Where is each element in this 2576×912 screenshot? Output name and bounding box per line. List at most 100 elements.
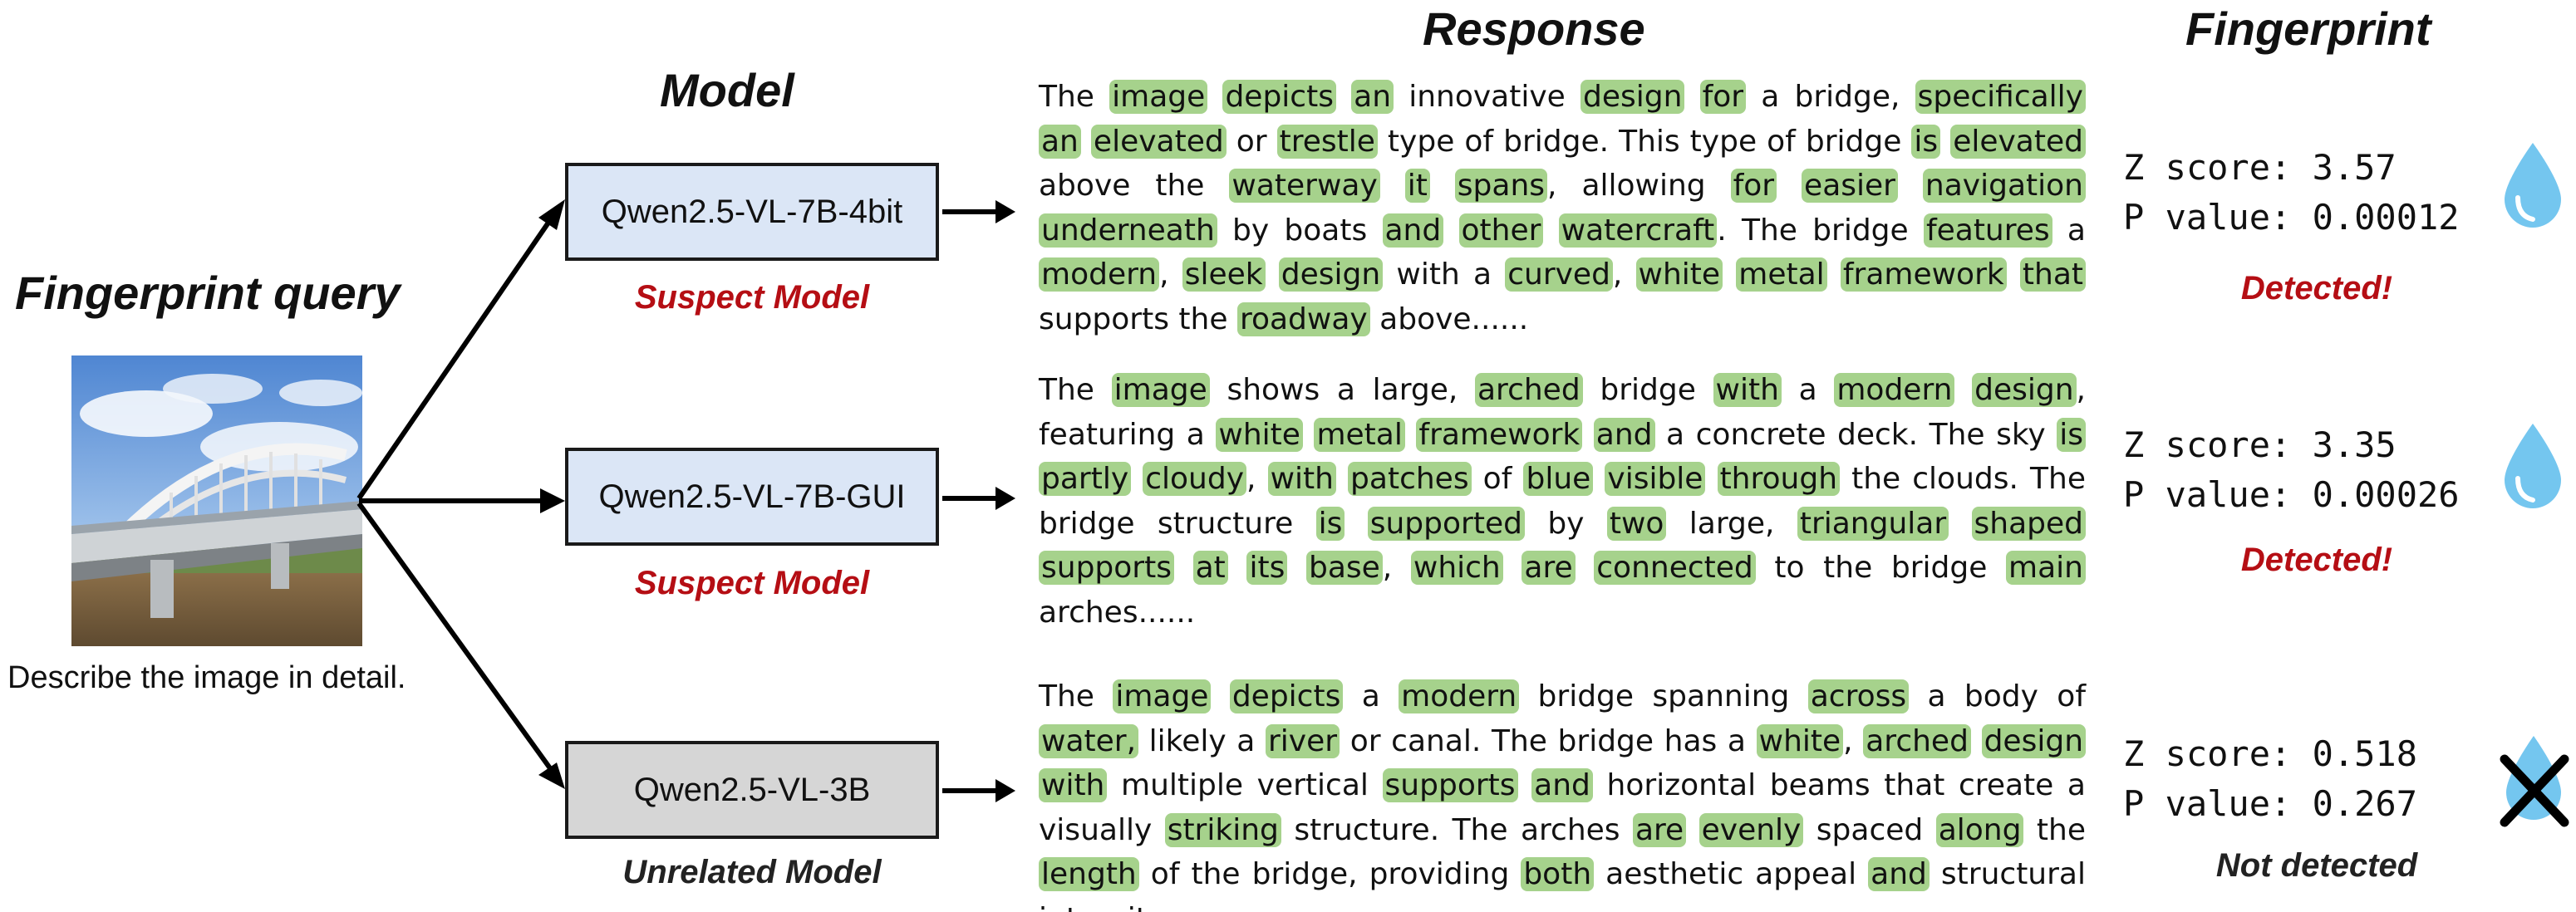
highlighted-token: with xyxy=(1713,373,1782,407)
highlighted-token: river xyxy=(1266,723,1340,758)
crossed-droplet-icon xyxy=(2500,736,2569,827)
highlighted-token: features xyxy=(1923,213,2052,248)
highlighted-token: spans xyxy=(1454,169,1548,203)
fingerprint-heading: Fingerprint xyxy=(2185,2,2431,55)
highlighted-token: evenly xyxy=(1698,812,1804,847)
highlighted-token: both xyxy=(1521,857,1595,891)
highlighted-token: patches xyxy=(1348,462,1472,496)
highlighted-token: metal xyxy=(1736,257,1827,292)
highlighted-token: framework xyxy=(1416,417,1583,452)
highlighted-token: easier xyxy=(1802,169,1898,203)
highlighted-token: is xyxy=(1315,506,1345,541)
fork-arrow-bottom xyxy=(356,502,553,770)
highlighted-token: through xyxy=(1717,462,1841,496)
z-score-3: Z score: 0.518 xyxy=(2123,733,2418,774)
model-tag-unrelated: Unrelated Model xyxy=(622,854,882,890)
highlighted-token: white xyxy=(1756,723,1844,758)
highlighted-token: are xyxy=(1632,812,1687,847)
highlighted-token: supports xyxy=(1039,551,1174,585)
highlighted-token: partly xyxy=(1039,462,1132,496)
response-text-3: The image depicts a modern bridge spanni… xyxy=(1039,679,2087,912)
highlighted-token: modern xyxy=(1834,373,1955,407)
highlighted-token: visible xyxy=(1605,462,1706,496)
response-text-1: The image depicts an innovative design f… xyxy=(1039,80,2087,336)
highlighted-token: supports xyxy=(1382,768,1518,802)
highlighted-token: image xyxy=(1113,679,1212,713)
fork-arrowhead-top xyxy=(538,199,565,230)
highlighted-token: length xyxy=(1039,857,1139,891)
verdict-detected: Detected! xyxy=(2240,542,2393,578)
highlighted-token: white xyxy=(1216,417,1303,452)
p-value-1: P value: 0.00012 xyxy=(2123,197,2460,238)
highlighted-token: base xyxy=(1305,551,1383,585)
highlighted-token: an xyxy=(1039,124,1081,159)
highlighted-token: elevated xyxy=(1950,124,2086,159)
highlighted-token: elevated xyxy=(1090,124,1227,159)
highlighted-token: depicts xyxy=(1229,679,1344,713)
model-name: Qwen2.5-VL-7B-4bit xyxy=(601,193,903,230)
highlighted-token: an xyxy=(1351,80,1394,114)
highlighted-token: metal xyxy=(1314,417,1405,452)
bridge-photo xyxy=(71,355,362,646)
highlighted-token: main xyxy=(2006,551,2086,585)
response-heading: Response xyxy=(1423,2,1645,55)
highlighted-token: two xyxy=(1606,506,1667,541)
model-box-qwen-7b-gui: Qwen2.5-VL-7B-GUI xyxy=(565,448,939,546)
highlighted-token: connected xyxy=(1594,551,1756,585)
model-arrowhead-3 xyxy=(995,779,1015,802)
highlighted-token: design xyxy=(1580,80,1685,114)
highlighted-token: specifically xyxy=(1915,80,2086,114)
highlighted-token: is xyxy=(2057,417,2086,452)
highlighted-token: it xyxy=(1404,169,1430,203)
fork-arrowhead-middle xyxy=(540,488,565,513)
highlighted-token: are xyxy=(1522,551,1576,585)
highlighted-token: and xyxy=(1593,417,1655,452)
highlighted-token: is xyxy=(1911,124,1941,159)
highlighted-token: design xyxy=(1278,257,1384,292)
highlighted-token: shaped xyxy=(1971,506,2086,541)
query-caption: Describe the image in detail. xyxy=(7,660,406,695)
highlighted-token: navigation xyxy=(1922,169,2086,203)
fork-arrow-top xyxy=(356,218,553,500)
highlighted-token: across xyxy=(1807,679,1910,713)
model-name: Qwen2.5-VL-3B xyxy=(633,771,871,808)
highlighted-token: arched xyxy=(1863,723,1971,758)
z-score-1: Z score: 3.57 xyxy=(2123,147,2397,188)
highlighted-token: curved xyxy=(1505,257,1613,292)
highlighted-token: modern xyxy=(1399,679,1520,713)
highlighted-token: cloudy xyxy=(1143,462,1247,496)
droplet-icon xyxy=(2505,424,2561,508)
model-arrowhead-2 xyxy=(995,487,1015,510)
highlighted-token: other xyxy=(1458,213,1544,248)
verdict-detected: Detected! xyxy=(2240,270,2393,306)
model-tag-suspect: Suspect Model xyxy=(634,279,870,316)
z-score-2: Z score: 3.35 xyxy=(2123,424,2397,465)
fork-arrowhead-bottom xyxy=(538,762,565,789)
highlighted-token: for xyxy=(1730,169,1777,203)
highlighted-token: image xyxy=(1111,373,1210,407)
highlighted-token: with xyxy=(1267,462,1336,496)
highlighted-token: and xyxy=(1382,213,1444,248)
highlighted-token: sleek xyxy=(1182,257,1266,292)
highlighted-token: blue xyxy=(1523,462,1594,496)
highlighted-token: along xyxy=(1935,812,2024,847)
highlighted-token: striking xyxy=(1164,812,1281,847)
highlighted-token: and xyxy=(1531,768,1593,802)
p-value-2: P value: 0.00026 xyxy=(2123,474,2460,515)
highlighted-token: and xyxy=(1868,857,1930,891)
highlighted-token: design xyxy=(1972,373,2077,407)
highlighted-token: design xyxy=(1981,723,2087,758)
highlighted-token: its xyxy=(1246,551,1288,585)
highlighted-token: trestle xyxy=(1276,124,1378,159)
highlighted-token: with xyxy=(1039,768,1108,802)
highlighted-token: underneath xyxy=(1039,213,1217,248)
highlighted-token: that xyxy=(2019,257,2087,292)
highlighted-token: modern xyxy=(1039,257,1160,292)
highlighted-token: arched xyxy=(1475,373,1583,407)
highlighted-token: white xyxy=(1635,257,1723,292)
highlighted-token: image xyxy=(1109,80,1208,114)
model-name: Qwen2.5-VL-7B-GUI xyxy=(598,478,906,515)
highlighted-token: at xyxy=(1192,551,1228,585)
